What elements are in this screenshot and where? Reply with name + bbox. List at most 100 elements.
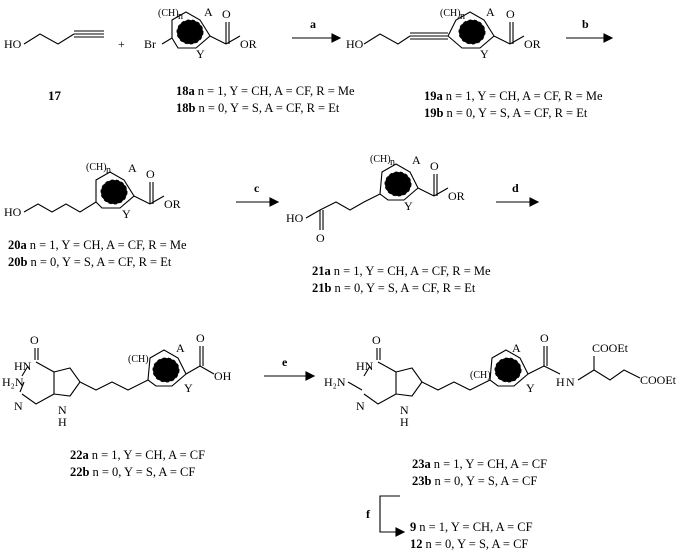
o-label-20: O [146,167,155,181]
y-label-19: Y [480,47,489,61]
o-label-23b: O [540,331,549,345]
oh-label-22: OH [214,369,232,383]
or-label: OR [240,37,257,51]
desc-19b: n = 0, Y = S, A = CF, R = Et [446,106,588,120]
o-label-23: O [372,333,381,347]
id-9: 9 [410,520,417,534]
reagent-d-label: d [512,181,519,195]
compound-21-structure: HO O (CH) n A Y O OR [286,153,465,245]
desc-22b: n = 0, Y = S, A = CF [92,465,196,479]
desc-12: n = 0, Y = S, A = CF [425,537,529,551]
a-label-23: A [512,341,521,355]
nh-n-amide: N [566,375,575,389]
y-label: Y [196,47,205,61]
n-label-21: n [390,157,395,168]
hn-label-23: HN [356,359,374,373]
plus-sign: + [118,37,125,51]
nh-h-label-23: H [400,415,409,429]
desc-20b: n = 0, Y = S, A = CF, R = Et [30,255,172,269]
id-22a: 22a [70,448,89,462]
y-label-21: Y [404,199,413,213]
nh-h-label-22: H [58,415,67,429]
desc-21a: n = 1, Y = CH, A = CF, R = Me [333,264,491,278]
compound-17-structure: HO [4,30,104,51]
ch-label-22: (CH) [128,354,149,365]
or-label-21: OR [448,189,465,203]
y-label-20: Y [122,207,131,221]
ho-label-21: HO [286,211,304,225]
arrow-f: f [366,495,406,537]
arrow-b: b [566,17,614,43]
label-17: 17 [48,88,61,103]
desc-18a: n = 1, Y = CH, A = CF, R = Me [197,84,355,98]
o-label-19: O [506,7,515,21]
arrow-a: a [292,17,342,43]
arrow-d: d [496,181,540,207]
reagent-e-label: e [282,355,288,369]
ch-label-21: (CH) [370,154,391,165]
desc-21b: n = 0, Y = S, A = CF, R = Et [334,281,476,295]
id-22b: 22b [70,465,90,479]
ho-label: HO [4,37,22,51]
desc-18b: n = 0, Y = S, A = CF, R = Et [198,101,340,115]
a-label-20: A [128,161,137,175]
a-label-21: A [412,153,421,167]
nh-h-amide: H [556,375,565,389]
reagent-f-label: f [366,507,371,521]
id-18b: 18b [176,101,196,115]
hn-label-22: HN [14,359,32,373]
ch-label-23: (CH) [470,370,491,381]
cooet-label-2: COOEt [640,373,677,387]
id-19a: 19a [424,89,443,103]
desc-19a: n = 1, Y = CH, A = CF, R = Me [445,89,603,103]
id-21b: 21b [312,281,332,295]
id-23a: 23a [412,457,431,471]
desc-23b: n = 0, Y = S, A = CF [434,474,538,488]
nh-n-label-23: N [400,403,409,417]
n-label-20: n [106,165,111,176]
compound-18-structure: Br (CH) n A Y O OR [144,5,257,61]
n-label: n [178,11,183,22]
reagent-c-label: c [254,181,260,195]
compound-22-structure: O HN H₂N N N H (CH) A Y O OH [2,331,232,429]
compound-20-structure: HO (CH) n A Y O OR [4,161,181,221]
ch-label: (CH) [158,8,179,19]
a-label-19: A [486,5,495,19]
ho-label-20: HO [4,205,22,219]
desc-23a: n = 1, Y = CH, A = CF [433,457,548,471]
h2n-label-22: H₂N [2,375,24,389]
o-label-22: O [30,333,39,347]
id-19b: 19b [424,106,444,120]
id-12: 12 [410,537,423,551]
o-label-21a: O [316,231,325,245]
y-label-23: Y [526,381,535,395]
cooet-label-1: COOEt [592,341,629,355]
or-label-20: OR [164,197,181,211]
o-label-21b: O [430,159,439,173]
id-20b: 20b [8,255,28,269]
id-23b: 23b [412,474,432,488]
ho-label-19: HO [346,37,364,51]
a-label: A [204,5,213,19]
compound-19-structure: HO (CH) n A Y O OR [346,5,541,61]
id-21a: 21a [312,264,331,278]
o-label-22b: O [196,331,205,345]
reagent-b-label: b [582,17,589,31]
reagent-a-label: a [310,17,316,31]
id-18a: 18a [176,84,195,98]
n-label-19: n [460,11,465,22]
